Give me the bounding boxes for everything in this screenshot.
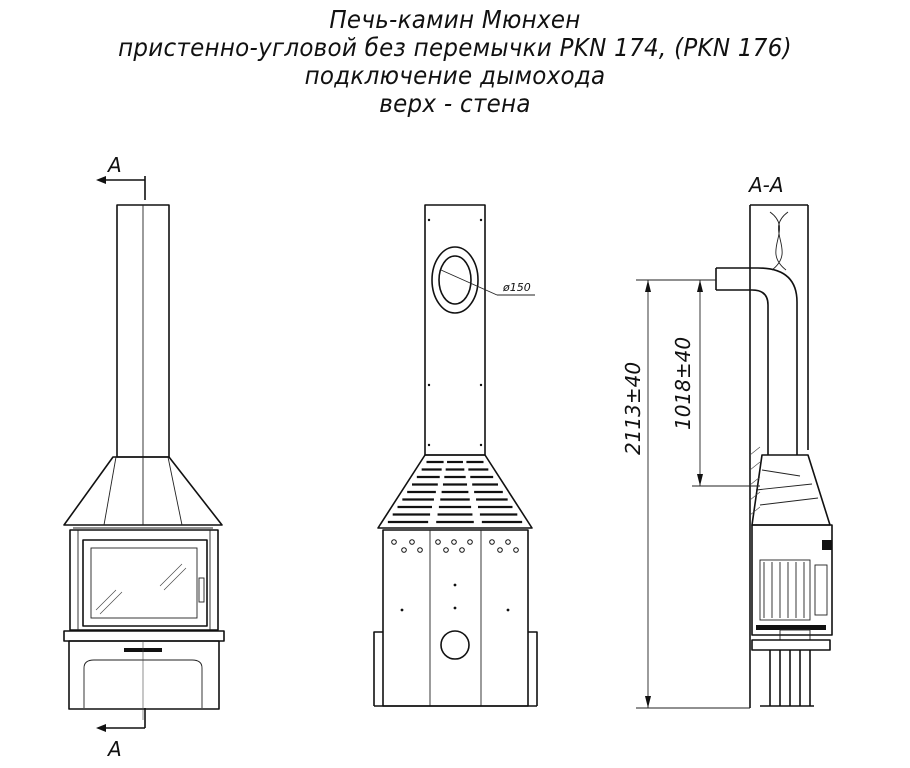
title-line-4: верх - стена xyxy=(379,89,531,118)
section-elbow-pipe-outer xyxy=(716,267,798,455)
vent-hole xyxy=(391,539,397,545)
section-mark-bottom: A xyxy=(96,708,146,761)
front-firebox-frame xyxy=(69,529,219,631)
front-hood xyxy=(63,456,223,526)
back-chimney-pipe xyxy=(424,204,486,456)
vent-hole xyxy=(417,547,423,553)
vent-hole xyxy=(435,539,441,545)
vent-hole xyxy=(513,547,519,553)
dimensions: 2113±40 1018±40 xyxy=(621,279,760,709)
diameter-label: ø150 xyxy=(502,281,531,294)
section-mark-top-label: A xyxy=(106,153,122,177)
back-flue-outlet-outer xyxy=(431,246,479,314)
front-door-handle xyxy=(198,577,205,603)
back-flue-outlet-inner xyxy=(438,255,472,305)
section-firebox xyxy=(751,524,833,636)
section-firebrick xyxy=(763,562,805,618)
vent-hole xyxy=(451,539,457,545)
section-view: A-A xyxy=(715,173,833,708)
title-line-2: пристенно-угловой без перемычки PKN 174,… xyxy=(118,33,792,62)
dim-total-height: 2113±40 xyxy=(621,362,645,455)
front-door xyxy=(82,539,208,627)
front-view: A xyxy=(63,153,225,761)
section-mark-bottom-label: A xyxy=(106,737,122,761)
vent-hole xyxy=(489,539,495,545)
back-vent-holes xyxy=(391,539,519,553)
drawing-title: Печь-камин Мюнхен пристенно-угловой без … xyxy=(0,6,910,118)
hood-louvers xyxy=(387,460,523,524)
front-glass xyxy=(90,547,198,619)
section-mark-top: A xyxy=(96,153,146,200)
back-body xyxy=(382,529,529,707)
vent-hole xyxy=(409,539,415,545)
front-base xyxy=(68,640,220,710)
vent-hole xyxy=(443,547,449,553)
back-louvered-hood xyxy=(377,454,533,529)
back-air-inlet xyxy=(440,630,470,660)
dim-flue-height: 1018±40 xyxy=(671,337,695,430)
vent-hole xyxy=(401,547,407,553)
vent-hole xyxy=(459,547,465,553)
section-elbow-pipe-inner xyxy=(716,289,769,455)
title-line-1: Печь-камин Мюнхен xyxy=(329,5,581,34)
vent-hole xyxy=(467,539,473,545)
vent-hole xyxy=(497,547,503,553)
back-view: ø150 xyxy=(373,204,538,707)
title-line-3: подключение дымохода xyxy=(304,61,606,90)
section-title: A-A xyxy=(747,173,784,197)
vent-hole xyxy=(505,539,511,545)
